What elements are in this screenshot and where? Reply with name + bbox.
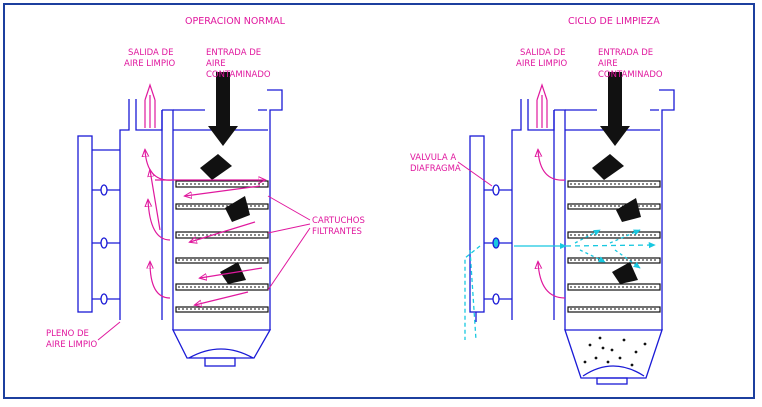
panel-title: OPERACION NORMAL <box>185 16 286 27</box>
contaminated-air-inlet-label: ENTRADA DE AIRE CONTAMINADO <box>206 48 271 80</box>
diagram-frame <box>3 3 755 399</box>
filter-cartridges-label: CARTUCHOS FILTRANTES <box>312 216 368 237</box>
valve-leader-line <box>457 161 493 187</box>
diaphragm-valve-label: VALVULA A DIAFRAGMA <box>410 153 461 174</box>
filter-cartridges <box>175 180 269 313</box>
clean-air-outlet-label: SALIDA DE AIRE LIMPIO <box>516 48 568 69</box>
filter-cartridges <box>567 180 661 313</box>
housing-outline <box>469 89 675 385</box>
clean-air-plenum-label: PLENO DE AIRE LIMPIO <box>46 329 98 350</box>
contaminated-air-arrow <box>592 72 641 284</box>
clean-air-flow <box>537 83 566 299</box>
panel-cleaning-cycle: CICLO DE LIMPIEZA <box>410 16 675 385</box>
cartridges-leader-lines <box>267 195 311 291</box>
contaminated-air-arrow <box>200 72 250 284</box>
panel-title: CICLO DE LIMPIEZA <box>568 16 660 27</box>
clean-air-flow <box>145 83 265 305</box>
contaminated-air-inlet-label: ENTRADA DE AIRE CONTAMINADO <box>598 48 663 80</box>
dust-particles <box>583 336 647 367</box>
plenum-leader-line <box>97 321 121 341</box>
housing-outline <box>77 89 283 367</box>
panel-normal-operation: OPERACION NORMAL <box>46 16 368 367</box>
cartridge-hatch <box>178 183 266 310</box>
diaphragm-valve <box>100 184 108 305</box>
cartridge-hatch <box>570 183 658 310</box>
cleaning-pulse-jet <box>464 229 656 341</box>
diaphragm-valve <box>492 184 500 305</box>
clean-air-outlet-label: SALIDA DE AIRE LIMPIO <box>124 48 176 69</box>
